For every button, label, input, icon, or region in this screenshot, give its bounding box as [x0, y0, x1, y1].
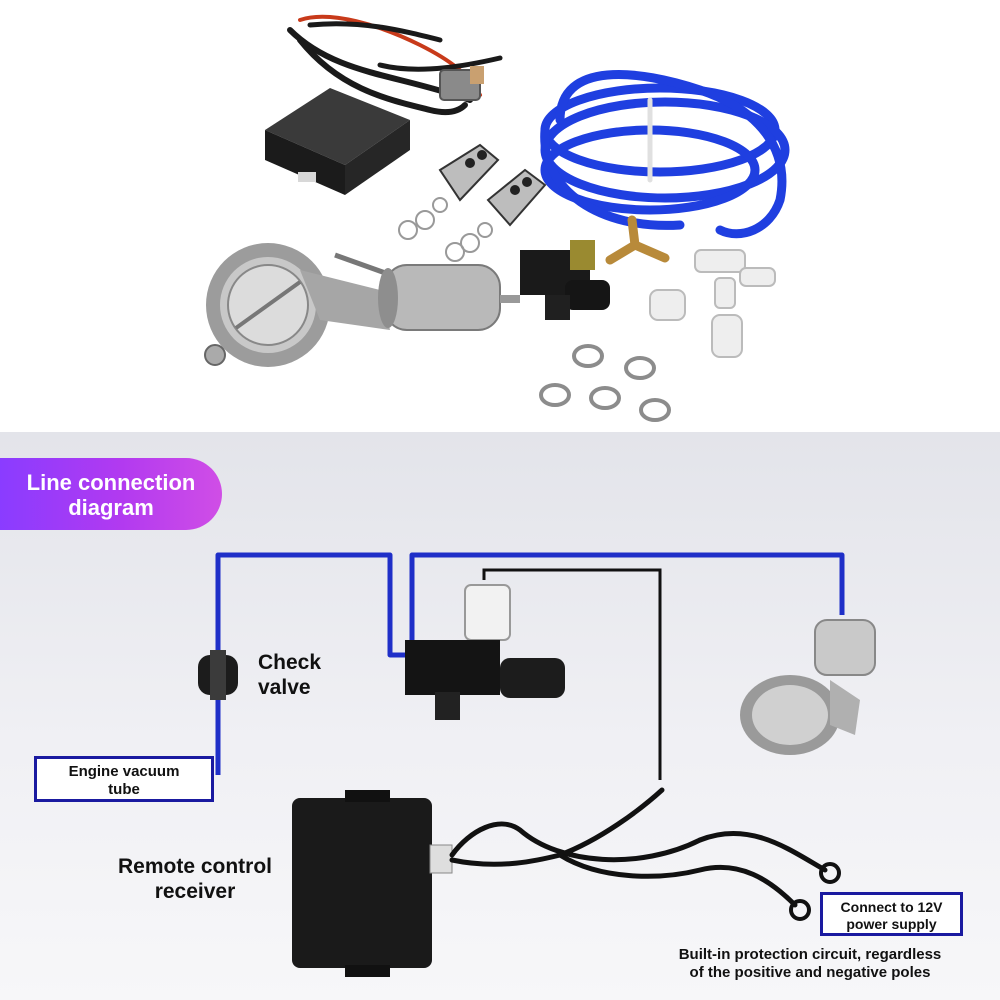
hose-clamps [539, 344, 671, 422]
diagram-title: Line connection diagram [0, 458, 222, 530]
exhaust-valve-icon [740, 619, 876, 755]
power-supply-label: Connect to 12V power supply [820, 892, 963, 936]
wiring-harness [287, 14, 503, 116]
power-terminals [789, 862, 841, 921]
protection-line1: Built-in protection circuit, regardless [678, 946, 942, 963]
power-supply-line2: power supply [846, 916, 937, 932]
title-line2: diagram [68, 495, 154, 520]
kit-components-illustration [204, 14, 790, 422]
check-valve-line1: Check [258, 651, 322, 674]
remote-receiver-label: Remote control receiver [100, 854, 290, 904]
power-cable [449, 787, 828, 908]
receiver-box-icon [292, 790, 453, 977]
check-valve-icon [198, 650, 238, 700]
vacuum-lines [215, 552, 845, 775]
kit-photo-panel [0, 0, 1000, 432]
solenoid-icon [405, 584, 565, 720]
title-line1: Line connection [26, 470, 196, 495]
remote-receiver-line2: receiver [154, 880, 236, 903]
protection-note: Built-in protection circuit, regardless … [640, 946, 980, 982]
exhaust-cutout-valve [204, 243, 520, 367]
control-box [265, 88, 410, 195]
engine-vacuum-line1: Engine vacuum [68, 763, 180, 780]
remote-key-fobs [398, 143, 547, 262]
brass-y-connector [605, 215, 670, 265]
remote-receiver-line1: Remote control [117, 855, 272, 878]
plastic-connectors [649, 249, 776, 358]
solenoid-valve [520, 240, 610, 320]
check-valve-label: Check valve [258, 650, 321, 700]
check-valve-line2: valve [258, 676, 311, 699]
engine-vacuum-label: Engine vacuum tube [34, 756, 214, 802]
signal-wire [482, 568, 662, 780]
power-supply-line1: Connect to 12V [840, 899, 943, 915]
protection-line2: of the positive and negative poles [689, 964, 931, 981]
engine-vacuum-line2: tube [108, 781, 140, 798]
vacuum-hose-coil [540, 70, 790, 239]
